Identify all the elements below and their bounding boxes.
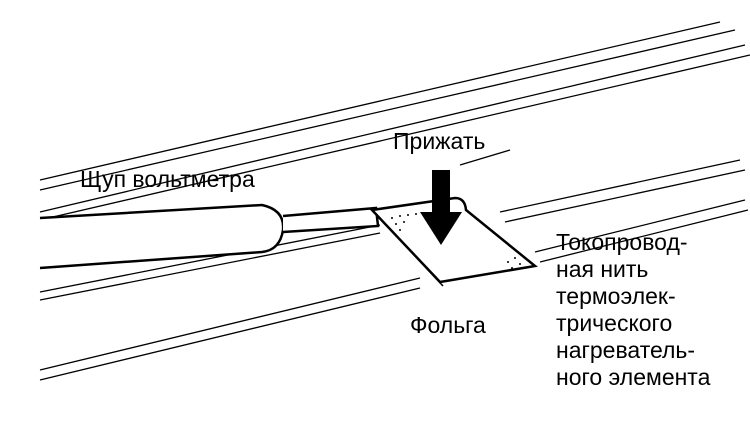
foil-label: Фольга <box>410 312 486 338</box>
press-arrow-icon <box>420 170 462 245</box>
label-line: ная нить <box>556 256 649 282</box>
label-line: ного элемента <box>556 364 711 390</box>
foil <box>369 196 538 287</box>
voltmeter-probe <box>39 203 380 270</box>
heating-thread-label: Токопровод- ная нить термоэлек- трическо… <box>556 229 710 391</box>
label-line: нагреватель- <box>556 337 696 363</box>
press-label: Прижать <box>393 128 486 154</box>
label-line: термоэлек- <box>556 283 676 309</box>
probe-label: Щуп вольтметра <box>80 166 255 192</box>
label-line: трического <box>556 310 673 336</box>
glass-lines <box>39 21 750 381</box>
label-line: Токопровод- <box>556 229 688 255</box>
